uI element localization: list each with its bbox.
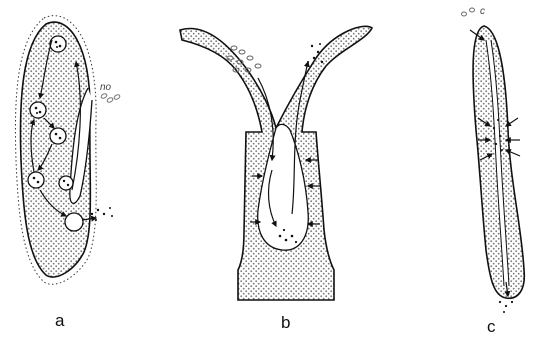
food-vacuole bbox=[59, 176, 73, 190]
panel-label-b: b bbox=[281, 314, 290, 331]
panel-a-paramecium: no bbox=[15, 16, 120, 285]
food-vacuole bbox=[50, 128, 66, 144]
particles-annotation-c: c bbox=[480, 6, 485, 17]
food-vacuole bbox=[30, 102, 46, 118]
organism-c-food bbox=[462, 8, 475, 16]
incoming-food-particles bbox=[100, 93, 120, 103]
panel-b-hydra bbox=[180, 26, 372, 300]
particles-annotation-a: no bbox=[100, 82, 112, 93]
panel-label-a: a bbox=[55, 312, 64, 329]
food-vacuole bbox=[50, 36, 66, 52]
food-vacuole bbox=[65, 213, 83, 231]
panel-label-c: c bbox=[487, 318, 496, 335]
food-vacuole bbox=[28, 172, 44, 188]
egested-particles bbox=[91, 207, 113, 221]
panel-c-organism: c bbox=[462, 6, 525, 313]
